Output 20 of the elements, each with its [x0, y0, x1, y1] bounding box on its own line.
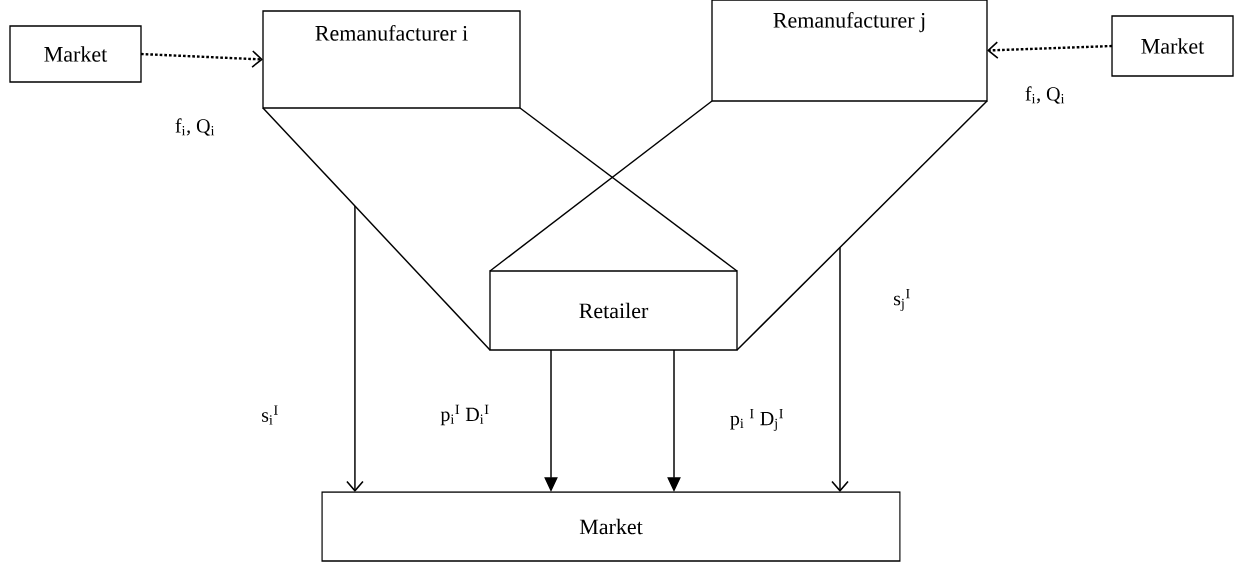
edge-label: p$_{i}$ $^{I}$ D$_{j}$I: [728, 407, 786, 433]
remanufacturer-box: Remanufacturer i: [262, 10, 521, 109]
edge-label: f$_{i}$, Q$_{i}$: [173, 117, 217, 137]
arrow: [987, 41, 1113, 59]
connector-line: [519, 107, 738, 272]
retailer-box: Retailer: [489, 270, 738, 351]
edge-label: s$_{j}$I: [891, 287, 913, 313]
edge-label: p$_{i}$$^{I}$ D$_{i}$I: [439, 403, 491, 427]
market-box: Market: [9, 25, 142, 83]
arrow: [140, 50, 263, 68]
connector-line: [489, 100, 713, 272]
market-box: Market: [1111, 15, 1234, 77]
market-box: Market: [321, 491, 901, 562]
edge-label: s$_{i}$I: [259, 404, 281, 426]
connector-line: [262, 107, 491, 351]
edge-label: f$_{i}$, Q$_{i}$: [1023, 85, 1067, 105]
remanufacturer-box: Remanufacturer j: [711, 0, 988, 102]
arrow: [346, 205, 364, 492]
arrow: [831, 246, 849, 492]
connector-line: [736, 100, 988, 351]
